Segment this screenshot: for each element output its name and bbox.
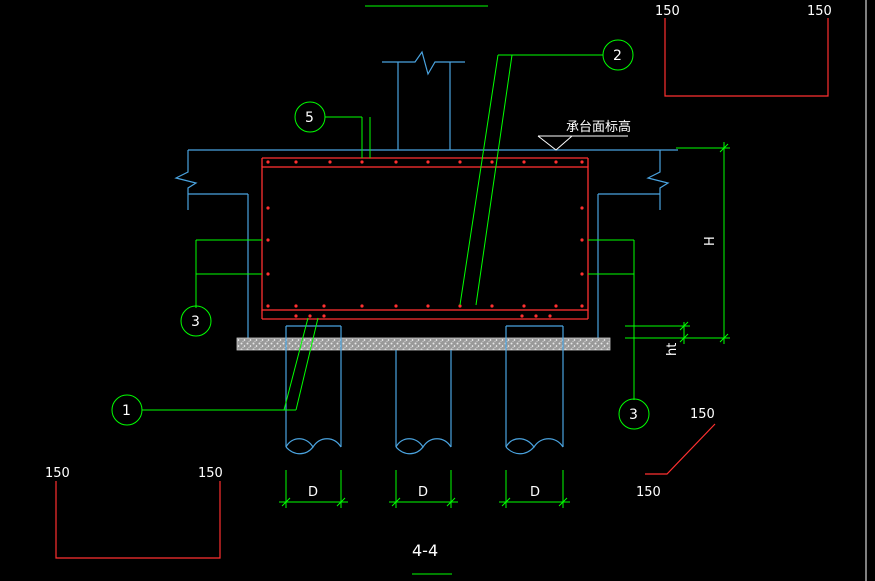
pile-middle — [395, 350, 452, 455]
pile-diameter-dimensions — [279, 470, 570, 508]
callout-bubble-1: 1 — [111, 394, 143, 426]
rebar-dots — [266, 160, 584, 318]
callout-text-1: 1 — [122, 403, 131, 419]
callout-text-2: 2 — [613, 48, 622, 64]
hook-detail-diagonal: 150 150 — [636, 407, 716, 500]
section-title: 4-4 — [412, 541, 438, 560]
callout-text-3-right: 3 — [629, 407, 638, 423]
pile-diameter-label-3: D — [530, 485, 540, 500]
column-outline — [382, 50, 465, 150]
callout-bubble-5: 5 — [294, 101, 326, 133]
hook-bottom-left-left-dim: 150 — [45, 466, 70, 481]
hook-top-right-left-dim: 150 — [655, 4, 680, 19]
height-dimension — [625, 142, 730, 344]
callout-text-5: 5 — [305, 110, 314, 126]
pile-cap-rebar-cage — [261, 157, 589, 320]
hook-detail-top-right: 150 150 — [655, 4, 832, 97]
callout-bubble-3-right: 3 — [618, 398, 650, 430]
cushion-label: ht — [665, 343, 680, 356]
hook-bottom-left-right-dim: 150 — [198, 466, 223, 481]
callout-bubble-2: 2 — [602, 39, 634, 71]
pile-diameter-label-2: D — [418, 485, 428, 500]
hook-detail-bottom-left: 150 150 — [45, 466, 223, 559]
piles — [285, 325, 564, 455]
hook-top-right-right-dim: 150 — [807, 4, 832, 19]
height-label: H — [703, 236, 718, 246]
callout-text-3-left: 3 — [191, 314, 200, 330]
pile-right — [505, 325, 564, 455]
slab-outline — [174, 149, 678, 338]
elevation-label: 承台面标高 — [566, 119, 631, 135]
elevation-mark — [537, 135, 628, 151]
hook-diag-top-dim: 150 — [690, 407, 715, 422]
cushion-layer — [236, 337, 611, 351]
leader-lines — [142, 54, 635, 411]
pile-left — [285, 325, 342, 455]
hook-diag-bottom-dim: 150 — [636, 485, 661, 500]
pile-diameter-label-1: D — [308, 485, 318, 500]
callout-bubble-3-left: 3 — [180, 305, 212, 337]
